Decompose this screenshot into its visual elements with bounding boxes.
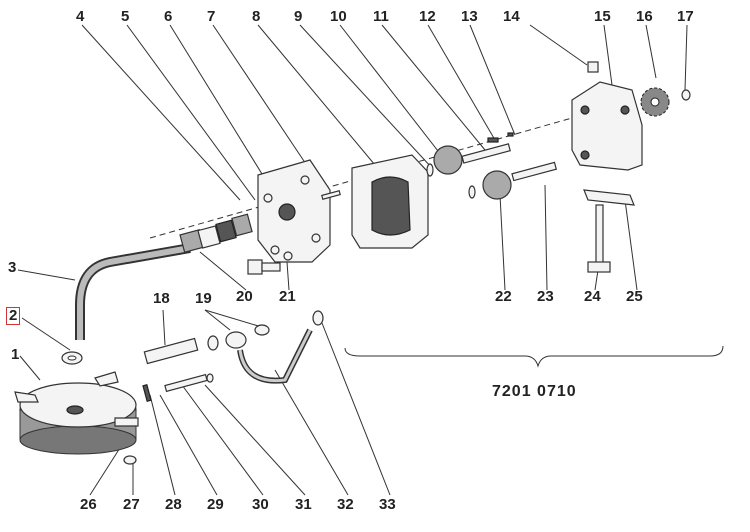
part-pickup-pipe	[75, 243, 191, 340]
label-11: 11	[373, 8, 389, 25]
part-pump-cover	[257, 159, 331, 263]
label-29: 29	[207, 496, 224, 513]
leader-lines	[17, 24, 688, 496]
part-fittings	[179, 213, 253, 254]
part-gears	[426, 132, 558, 200]
label-20: 20	[236, 288, 253, 305]
label-33: 33	[379, 496, 396, 513]
part-dowel	[321, 190, 341, 200]
label-25: 25	[626, 288, 643, 305]
label-5: 5	[121, 8, 130, 25]
label-28: 28	[165, 496, 182, 513]
part-circlip	[681, 89, 691, 101]
label-30: 30	[252, 496, 269, 513]
label-3: 3	[8, 259, 17, 276]
part-pump-housing	[571, 61, 643, 171]
part-lower-components	[123, 310, 324, 465]
label-31: 31	[295, 496, 312, 513]
label-24: 24	[584, 288, 601, 305]
label-4: 4	[76, 8, 85, 25]
label-8: 8	[252, 8, 261, 25]
part-pump-body	[351, 154, 429, 249]
label-32: 32	[337, 496, 354, 513]
label-23: 23	[537, 288, 554, 305]
label-15: 15	[594, 8, 611, 25]
label-26: 26	[80, 496, 97, 513]
label-12: 12	[419, 8, 436, 25]
label-27: 27	[123, 496, 140, 513]
label-21: 21	[279, 288, 296, 305]
label-9: 9	[294, 8, 303, 25]
label-7: 7	[207, 8, 216, 25]
label-22: 22	[495, 288, 512, 305]
label-2: 2	[6, 307, 21, 325]
part-long-bolt	[583, 189, 635, 273]
assembly-code: 7201 0710	[492, 383, 577, 400]
label-14: 14	[503, 8, 520, 25]
label-6: 6	[164, 8, 173, 25]
assembly-brace	[344, 345, 724, 368]
label-18: 18	[153, 290, 170, 307]
label-10: 10	[330, 8, 347, 25]
part-bolt-21	[247, 251, 293, 275]
label-13: 13	[461, 8, 478, 25]
label-19: 19	[195, 290, 212, 307]
label-1: 1	[11, 346, 20, 363]
part-strainer	[14, 371, 139, 455]
label-17: 17	[677, 8, 694, 25]
label-16: 16	[636, 8, 653, 25]
